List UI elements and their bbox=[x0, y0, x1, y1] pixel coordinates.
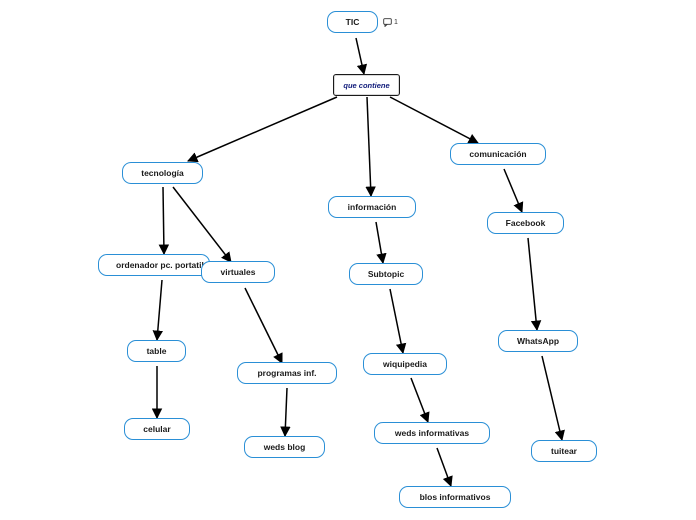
edge-subtopic-wiquipedia bbox=[389, 288, 407, 355]
node-tecnologia[interactable]: tecnología bbox=[122, 162, 203, 184]
edge-tic-linker bbox=[355, 37, 368, 76]
node-programas[interactable]: programas inf. bbox=[237, 362, 337, 384]
comment-icon bbox=[383, 17, 392, 27]
node-weds-informativas[interactable]: weds informativas bbox=[374, 422, 490, 444]
node-tic[interactable]: TIC bbox=[327, 11, 378, 33]
edge-tecnologia-virtuales bbox=[172, 186, 232, 263]
edge-whatsapp-tuitear bbox=[541, 355, 565, 442]
edge-facebook-whatsapp bbox=[527, 237, 542, 332]
node-que-contiene[interactable]: que contiene bbox=[333, 74, 400, 96]
edge-comunicacion-facebook bbox=[503, 168, 524, 213]
edge-ordenador-table bbox=[152, 279, 164, 342]
edge-tecnologia-ordenador bbox=[158, 186, 170, 256]
node-virtuales[interactable]: virtuales bbox=[201, 261, 275, 283]
edge-linker-comunicacion bbox=[389, 96, 479, 144]
node-tuitear[interactable]: tuitear bbox=[531, 440, 597, 462]
node-facebook[interactable]: Facebook bbox=[487, 212, 564, 234]
edge-wiquipedia-wedsinformativas bbox=[410, 377, 430, 423]
edge-programas-wedsblog bbox=[280, 387, 291, 438]
comment-count: 1 bbox=[394, 18, 398, 26]
edge-virtuales-programas bbox=[244, 287, 283, 364]
node-comunicacion[interactable]: comunicación bbox=[450, 143, 546, 165]
node-subtopic[interactable]: Subtopic bbox=[349, 263, 423, 285]
edge-informacion-subtopic bbox=[375, 221, 387, 265]
node-celular[interactable]: celular bbox=[124, 418, 190, 440]
node-table[interactable]: table bbox=[127, 340, 186, 362]
node-whatsapp[interactable]: WhatsApp bbox=[498, 330, 578, 352]
edge-linker-informacion bbox=[365, 96, 376, 198]
edge-linker-tecnologia bbox=[187, 96, 338, 163]
node-informacion[interactable]: información bbox=[328, 196, 416, 218]
edge-wedsinformativas-blos bbox=[436, 447, 453, 487]
node-ordenador[interactable]: ordenador pc. portatil bbox=[98, 254, 210, 276]
node-blos-informativos[interactable]: blos informativos bbox=[399, 486, 511, 508]
comment-badge[interactable]: 1 bbox=[383, 16, 398, 28]
node-weds-blog[interactable]: weds blog bbox=[244, 436, 325, 458]
node-wiquipedia[interactable]: wiquipedia bbox=[363, 353, 447, 375]
